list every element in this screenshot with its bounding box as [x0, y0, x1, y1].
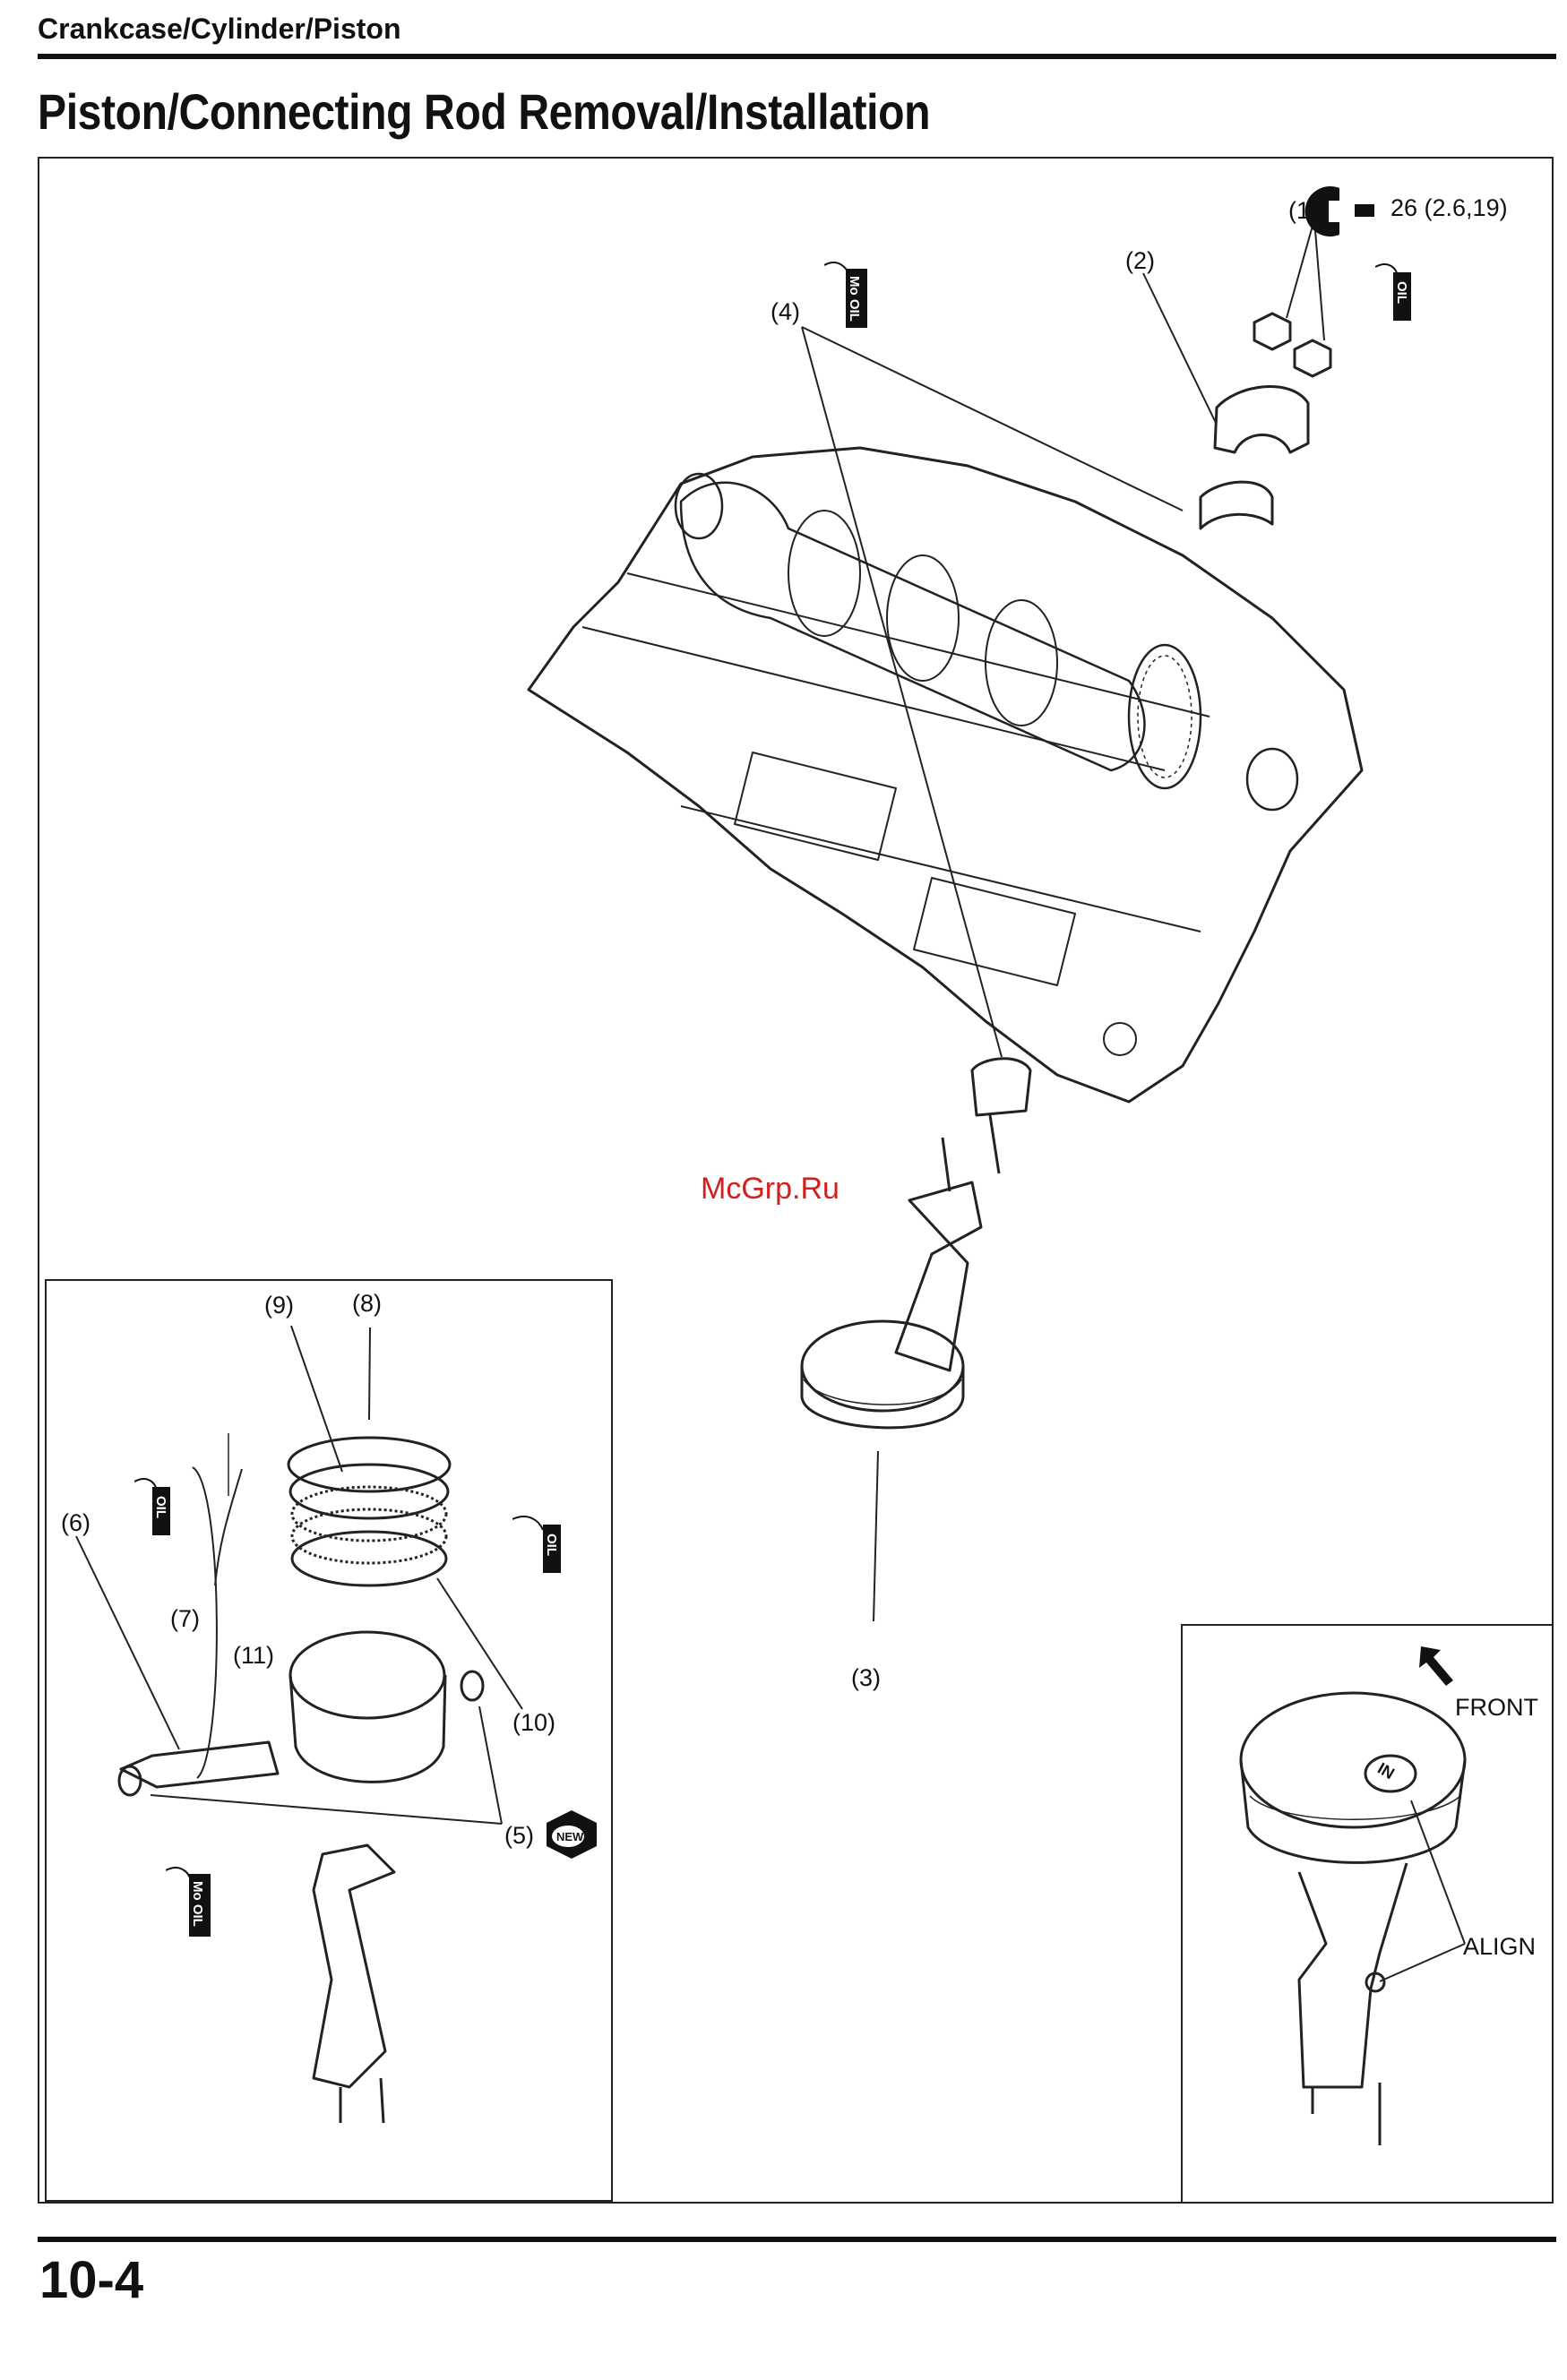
page-number: 10-4 — [39, 2250, 143, 2310]
piston-rings-illustration — [119, 1433, 483, 2123]
svg-text:OIL: OIL — [153, 1496, 168, 1518]
crankcase-illustration — [529, 448, 1362, 1102]
watermark: McGrp.Ru — [701, 1172, 839, 1207]
callout-8: (8) — [352, 1292, 382, 1316]
oil-icon: OIL — [512, 1512, 563, 1573]
new-part-icon: NEW — [547, 1810, 597, 1859]
oil-icon: OIL — [1375, 260, 1411, 321]
svg-text:OIL: OIL — [544, 1534, 559, 1556]
callout-6: (6) — [61, 1511, 90, 1535]
callout-9: (9) — [264, 1293, 294, 1318]
callout-4: (4) — [771, 300, 800, 324]
callout-11: (11) — [233, 1644, 274, 1668]
callout-5: (5) — [504, 1824, 534, 1848]
callout-10: (10) — [512, 1711, 555, 1735]
svg-text:Mo OIL: Mo OIL — [847, 276, 862, 322]
mo-oil-icon: Mo OIL — [166, 1863, 212, 1938]
bearing-cap-illustration — [1201, 314, 1330, 528]
oil-icon: OIL — [134, 1474, 170, 1535]
callout-7: (7) — [170, 1607, 200, 1631]
callout-2: (2) — [1125, 249, 1155, 273]
connecting-rod-illustration — [802, 1059, 1030, 1428]
front-label: FRONT — [1455, 1696, 1538, 1720]
svg-text:Mo OIL: Mo OIL — [190, 1881, 205, 1927]
footer-rule — [38, 2237, 1556, 2242]
front-arrow-icon — [1414, 1641, 1459, 1689]
mo-oil-icon: Mo OIL — [824, 258, 867, 328]
svg-text:OIL: OIL — [1394, 281, 1409, 304]
callout-3: (3) — [851, 1666, 881, 1690]
callout-1: (1) — [1288, 199, 1318, 223]
alignment-piston-illustration — [1241, 1693, 1465, 2145]
svg-text:NEW: NEW — [556, 1830, 584, 1843]
align-label: ALIGN — [1463, 1935, 1536, 1959]
torque-spec: 26 (2.6,19) — [1390, 196, 1508, 220]
